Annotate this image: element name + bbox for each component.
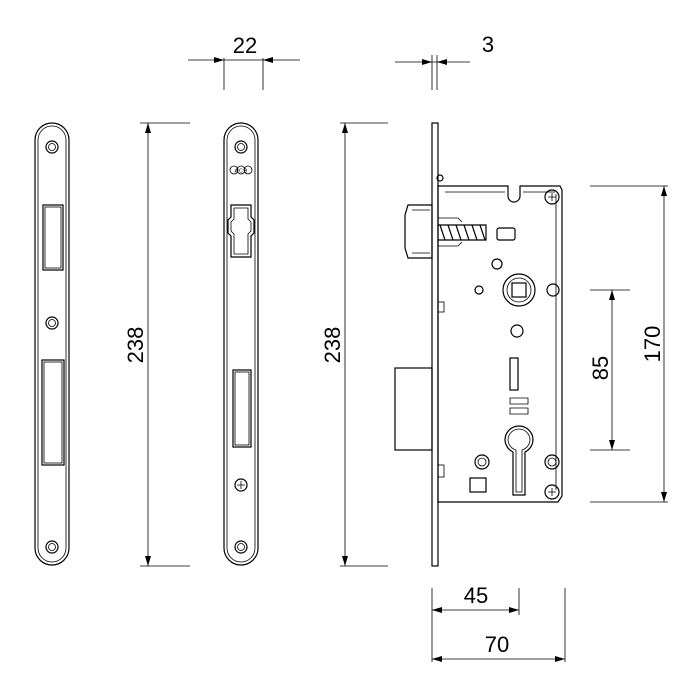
case-screw-top	[544, 189, 560, 205]
case-screw-bottom	[544, 484, 560, 500]
dimension-label-85: 85	[588, 356, 613, 380]
lock-case	[437, 185, 563, 503]
screw-hole-middle	[45, 316, 59, 330]
strike-plate-view: A C B	[223, 122, 259, 566]
deadbolt	[394, 367, 433, 451]
dimension-70: 70	[432, 588, 566, 662]
dimension-22: 22	[188, 33, 300, 90]
spindle-square	[511, 282, 527, 298]
dimension-label-170: 170	[640, 326, 665, 363]
faceplate-edge	[431, 122, 439, 567]
spindle-hub	[502, 273, 536, 307]
strike-plate-outline	[223, 122, 259, 566]
latch-lever	[496, 227, 516, 241]
bolt-slot	[509, 357, 519, 391]
dimension-45: 45	[431, 583, 520, 662]
cylinder-profile	[504, 425, 534, 496]
strike-screw-middle	[234, 478, 248, 492]
cylinder-screw-left	[474, 454, 490, 470]
dimension-label-238-front: 238	[123, 327, 148, 364]
svg-text:A C B: A C B	[235, 169, 248, 175]
cam-block	[469, 477, 487, 493]
dimension-label-70: 70	[485, 632, 509, 657]
case-rivet-upper	[546, 283, 560, 297]
dimension-label-3: 3	[482, 32, 494, 57]
dimension-238-side: 238	[320, 122, 388, 567]
deadbolt-opening	[41, 359, 65, 466]
dimension-label-238-side: 238	[320, 327, 345, 364]
screw-hole-bottom	[45, 540, 59, 554]
strike-bolt-hole	[232, 369, 252, 448]
dimension-label-45: 45	[464, 583, 488, 608]
dimension-238-front: 238	[123, 122, 190, 567]
latch-bolt	[404, 204, 433, 259]
dimension-3: 3	[395, 32, 494, 90]
case-rivet-middle	[510, 324, 524, 338]
dimension-label-22: 22	[233, 33, 257, 58]
screw-hole-top	[45, 140, 59, 154]
faceplate-bevel	[37, 125, 67, 563]
dimension-170: 170	[590, 185, 668, 503]
dimension-85: 85	[588, 289, 630, 451]
faceplate-front-view	[34, 122, 70, 566]
strike-screw-top	[234, 140, 248, 154]
strike-latch-hole	[227, 204, 255, 258]
faceplate-outline	[34, 122, 70, 566]
latch-opening	[42, 204, 64, 271]
cylinder-screw-right	[544, 454, 560, 470]
brand-logo: A C B	[229, 165, 253, 175]
lock-body-side-view	[394, 122, 563, 567]
strike-screw-bottom	[234, 540, 248, 554]
latch-spring	[438, 224, 487, 241]
pivot-pin	[491, 258, 503, 270]
